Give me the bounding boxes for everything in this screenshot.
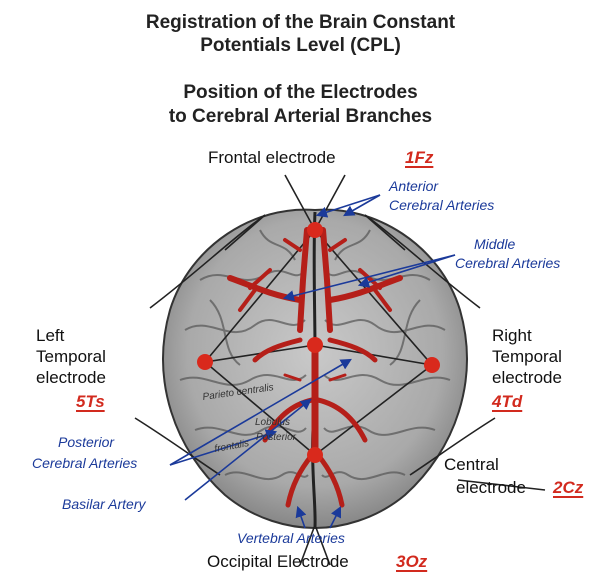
occipital-electrode-label: Occipital Electrode <box>207 552 349 572</box>
title-line-2: Potentials Level (CPL) <box>0 35 601 57</box>
left-temporal-line1: Left <box>36 326 64 346</box>
electrode-oz-dot <box>307 447 323 463</box>
frontal-electrode-code: 1Fz <box>405 148 433 168</box>
right-temporal-line1: Right <box>492 326 532 346</box>
right-temporal-code: 4Td <box>492 392 522 412</box>
vertebral-arteries-label: Vertebral Arteries <box>237 530 345 546</box>
central-electrode-line1: Central <box>444 455 499 475</box>
brain-label-posterior: Posterior <box>256 432 297 443</box>
anterior-arteries-line2: Cerebral Arteries <box>389 197 494 213</box>
electrode-ts-dot <box>197 354 213 370</box>
left-temporal-code: 5Ts <box>76 392 105 412</box>
brain-label-lobulus: Lobulus <box>255 417 290 428</box>
left-temporal-line3: electrode <box>36 368 106 388</box>
title-line-4: to Cerebral Arterial Branches <box>0 106 601 128</box>
left-temporal-line2: Temporal <box>36 347 106 367</box>
right-temporal-line2: Temporal <box>492 347 562 367</box>
electrode-cz-dot <box>307 337 323 353</box>
posterior-arteries-line2: Cerebral Arteries <box>32 455 137 471</box>
title-line-1: Registration of the Brain Constant <box>0 12 601 34</box>
electrode-fz-dot <box>307 222 323 238</box>
middle-arteries-line1: Middle <box>474 236 515 252</box>
electrode-td-dot <box>424 357 440 373</box>
basilar-artery-label: Basilar Artery <box>62 496 146 512</box>
right-temporal-line3: electrode <box>492 368 562 388</box>
central-electrode-line2: electrode <box>456 478 526 498</box>
title-line-3: Position of the Electrodes <box>0 82 601 104</box>
frontal-electrode-label: Frontal electrode <box>208 148 336 168</box>
posterior-arteries-line1: Posterior <box>58 434 114 450</box>
central-electrode-code: 2Cz <box>553 478 583 498</box>
occipital-electrode-code: 3Oz <box>396 552 427 572</box>
middle-arteries-line2: Cerebral Arteries <box>455 255 560 271</box>
anterior-arteries-line1: Anterior <box>389 178 438 194</box>
